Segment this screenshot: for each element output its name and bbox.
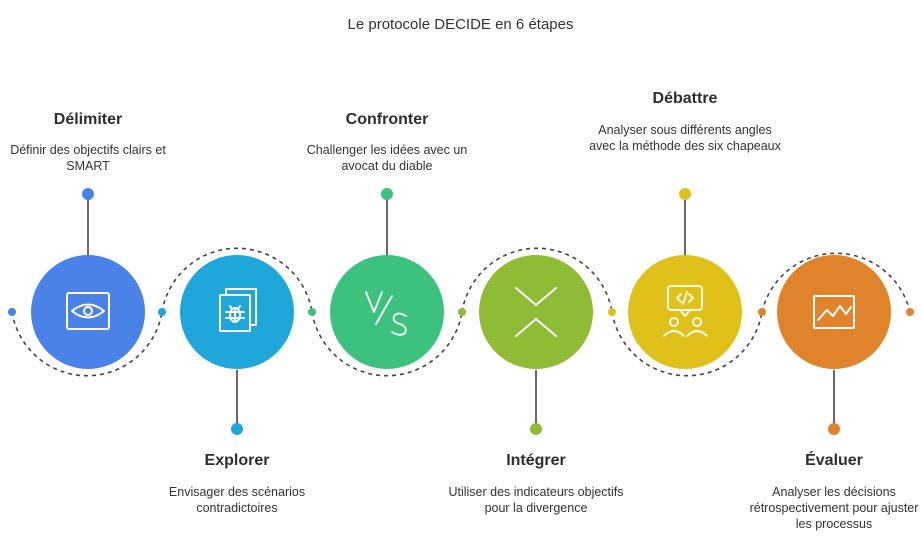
step-description-integrer: Utiliser des indicateurs objectifs pour … — [448, 485, 624, 515]
discussion-code-icon — [663, 285, 708, 337]
connector-dot-2 — [308, 308, 316, 316]
connector-arc-5 — [611, 311, 763, 377]
step-circle-evaluer — [777, 255, 891, 369]
connector-dot-4 — [608, 308, 616, 316]
step-heading-debattre: Débattre — [652, 90, 718, 107]
step-description-explorer: Envisager des scénarios contradictoires — [168, 485, 306, 515]
connector-arc-3 — [311, 311, 463, 377]
bug-document-icon — [219, 288, 257, 332]
connector-dot-5 — [758, 308, 766, 316]
step-description-evaluer: Analyser les décisions rétrospectivement… — [749, 485, 919, 531]
stem-dot-3 — [381, 188, 393, 200]
connector-dot-end — [906, 308, 914, 316]
stem-dot-5 — [679, 188, 691, 200]
step-heading-evaluer: Évaluer — [805, 452, 863, 469]
connector-dot-start — [8, 308, 16, 316]
step-heading-delimiter: Délimiter — [53, 111, 123, 128]
step-description-debattre: Analyser sous différents angles avec la … — [589, 123, 781, 153]
diagram-title: Le protocole DECIDE en 6 étapes — [347, 16, 574, 33]
stem-dot-1 — [82, 188, 94, 200]
eye-frame-icon — [66, 292, 110, 330]
stem-dot-2 — [231, 423, 243, 435]
stem-dot-4 — [530, 423, 542, 435]
stem-dot-6 — [828, 423, 840, 435]
step-description-delimiter: Définir des objectifs clairs et SMART — [10, 143, 166, 173]
versus-icon — [365, 291, 407, 336]
connector-dot-1 — [158, 308, 166, 316]
step-circle-integrer — [479, 255, 593, 369]
connector-arc-1 — [11, 311, 163, 377]
connector-dot-3 — [458, 308, 466, 316]
step-heading-integrer: Intégrer — [506, 452, 566, 469]
connector-arc-4 — [461, 247, 613, 313]
step-circle-debattre — [628, 255, 742, 369]
step-description-confronter: Challenger les idées avec un avocat du d… — [306, 143, 468, 173]
connector-arc-2 — [161, 247, 313, 313]
step-heading-confronter: Confronter — [345, 111, 429, 128]
step-circle-confronter — [330, 255, 444, 369]
converge-arrows-icon — [515, 287, 557, 337]
step-heading-explorer: Explorer — [204, 452, 270, 469]
step-circle-delimiter — [31, 255, 145, 369]
chart-line-icon — [813, 295, 855, 329]
